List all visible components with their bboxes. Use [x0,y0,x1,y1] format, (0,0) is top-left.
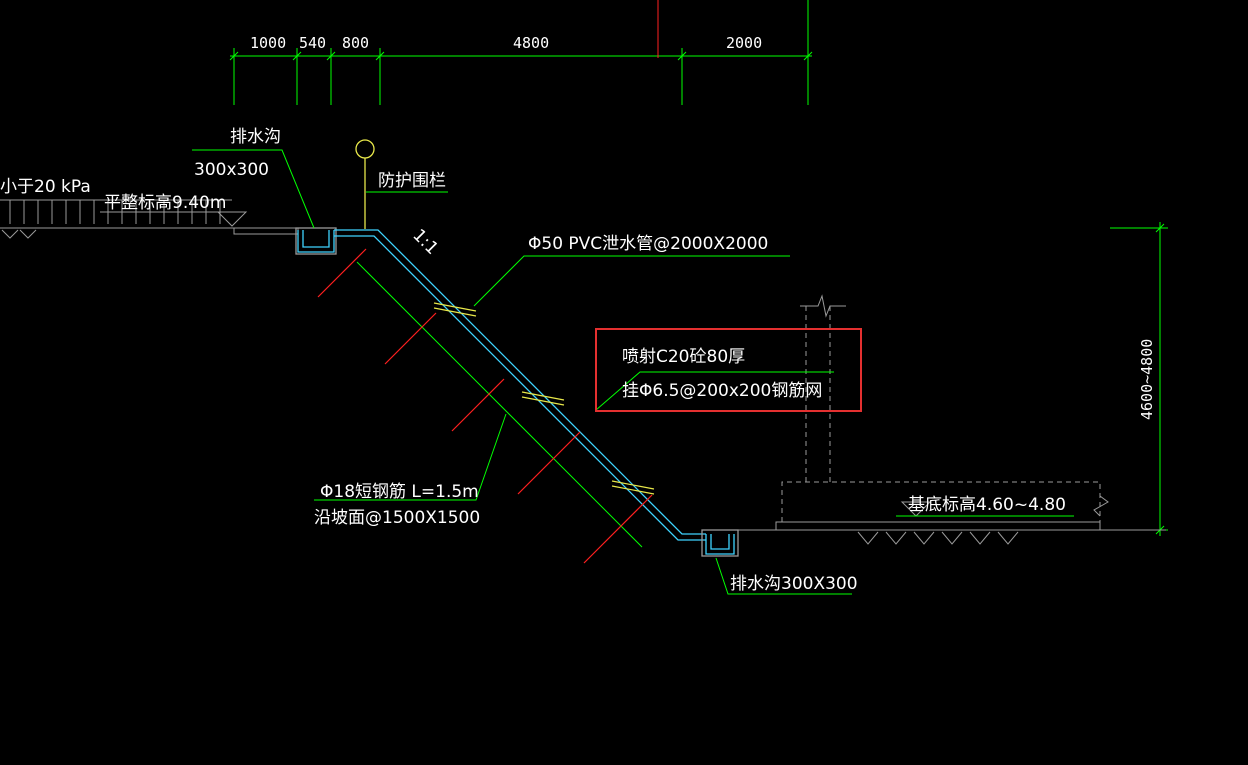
top-drain-ditch [295,227,337,255]
slope-reinforcement-line [356,261,643,548]
soil-nail-spacing-label: 沿坡面@1500X1500 [314,508,480,528]
surcharge-load-label: 小于20 kPa [0,177,91,197]
top-drain-title: 排水沟 [230,127,281,147]
top-dimension-chain [229,0,813,105]
elevation-marker-top [216,211,248,227]
soil-nails [317,248,653,564]
dimension-800: 800 [342,34,369,52]
dimension-4800: 4800 [513,34,549,52]
dimension-1000: 1000 [250,34,286,52]
bottom-drain-ditch [701,529,739,557]
highlight-box [595,328,862,412]
slope-face [334,229,706,541]
dimension-2000: 2000 [726,34,762,52]
protective-railing [355,139,375,229]
foundation-base [738,294,1166,545]
height-dimension-label: 4600~4800 [1138,339,1156,420]
bottom-drain-label: 排水沟300X300 [730,574,858,594]
grade-elevation-label: 平整标高9.40m [104,193,226,213]
railing-label: 防护围栏 [378,171,446,191]
top-ground-line [0,227,299,239]
shotcrete-label: 喷射C20砼80厚 [622,347,745,367]
base-elevation-label: 基底标高4.60~4.80 [908,495,1066,515]
soil-nail-label: Φ18短钢筋 L=1.5m [320,482,479,502]
mesh-label: 挂Φ6.5@200x200钢筋网 [622,381,822,401]
pvc-pipe-label: Φ50 PVC泄水管@2000X2000 [528,234,768,254]
dimension-540: 540 [299,34,326,52]
leader-lines [192,149,852,595]
top-drain-size: 300x300 [194,160,269,180]
slope-ratio-label: 1:1 [408,225,441,258]
pvc-weep-pipes [433,302,655,495]
